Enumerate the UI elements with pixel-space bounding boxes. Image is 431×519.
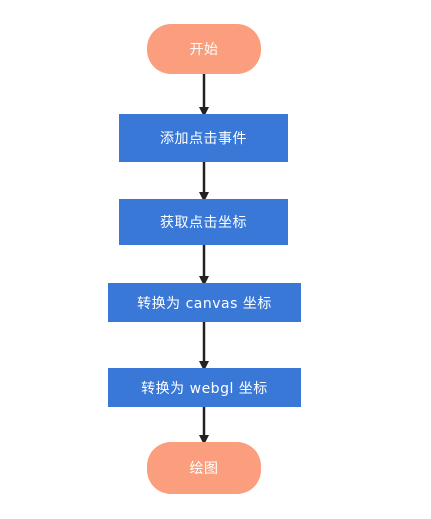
to-webgl-label: 转换为 webgl 坐标 [141,380,268,397]
add-event-node: 添加点击事件 [119,114,288,162]
draw-label: 绘图 [189,461,219,477]
add-event-label: 添加点击事件 [160,131,247,147]
to-canvas-label: 转换为 canvas 坐标 [137,295,272,312]
get-coords-label: 获取点击坐标 [160,215,247,231]
to-webgl-node: 转换为 webgl 坐标 [108,368,301,407]
start-node: 开始 [147,24,261,74]
start-label: 开始 [189,42,219,58]
to-canvas-node: 转换为 canvas 坐标 [108,283,301,322]
draw-node: 绘图 [147,442,261,494]
get-coords-node: 获取点击坐标 [119,199,288,245]
